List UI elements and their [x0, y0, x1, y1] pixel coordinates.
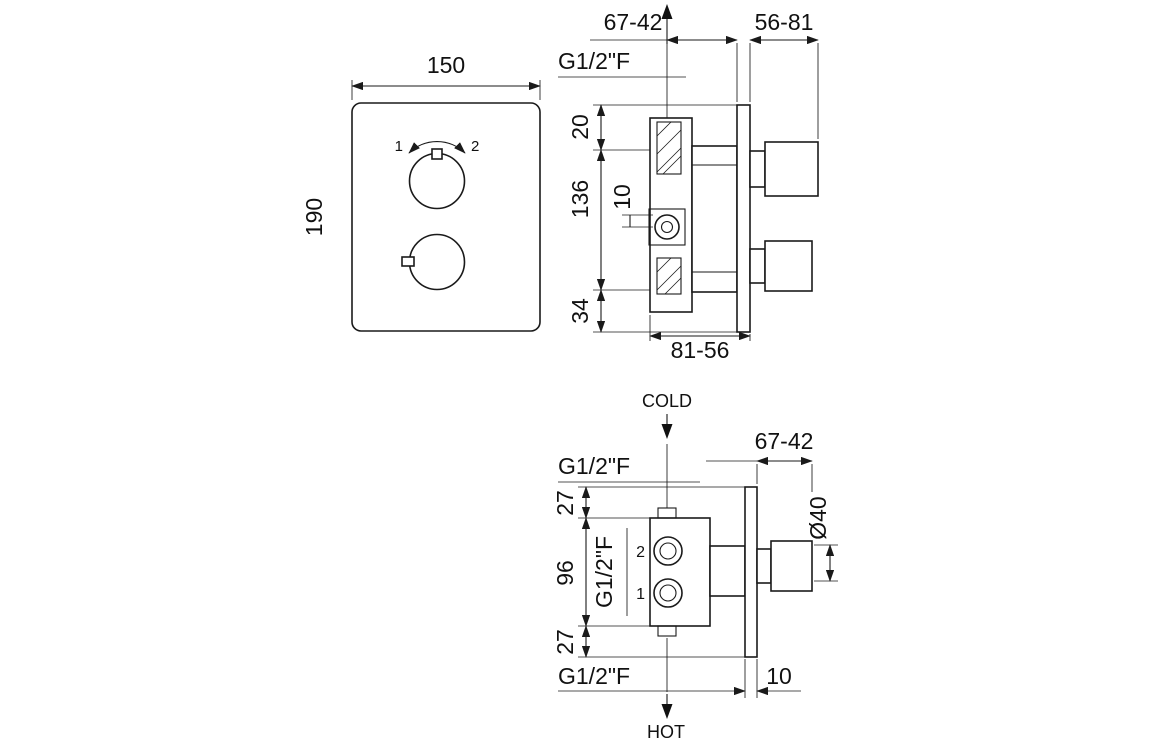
front-width-label: 150	[427, 52, 465, 78]
port-2-label: 2	[636, 544, 645, 561]
wall-plate-plan	[744, 486, 758, 658]
plan-section-view: COLD 2 1 67-42	[552, 391, 838, 742]
handle-bottom-side	[749, 240, 813, 292]
cold-flow-arrow-icon	[661, 414, 673, 439]
knob-position-2-label: 2	[471, 138, 479, 155]
body-extension	[691, 145, 738, 293]
knob-position-1-label: 1	[395, 138, 403, 155]
dim-56-81: 56-81	[749, 9, 819, 139]
hot-label: HOT	[647, 722, 685, 742]
temperature-knob: 1 2	[395, 138, 479, 210]
plan-thread-side-label: G1/2"F	[591, 536, 617, 608]
dim-10-small: 10	[609, 184, 653, 228]
section-dim-34-label: 34	[567, 298, 593, 324]
front-view: 150 190 1 2	[301, 52, 541, 332]
side-section-view: 67-42 56-81 G1/2"F 20 136 34	[558, 4, 819, 363]
thread-label-top: G1/2"F	[558, 48, 686, 78]
temperature-knob-circle	[408, 152, 466, 210]
port-circle-2	[653, 536, 683, 566]
dim-67-42-top: 67-42	[590, 9, 738, 102]
rotation-arrow-icon	[408, 141, 466, 154]
front-height-label: 190	[301, 198, 327, 236]
diverter-knob-circle	[408, 233, 466, 291]
valve-body-side	[648, 117, 738, 313]
thread-label-cold: G1/2"F	[558, 453, 700, 483]
section-dim-10-label: 10	[609, 184, 635, 210]
handle-top-side	[749, 141, 819, 197]
hot-flow-arrow-icon	[661, 694, 673, 719]
knob-index-notch	[431, 148, 443, 160]
port-1-label: 1	[636, 586, 645, 603]
hot-inlet-stub	[657, 625, 677, 637]
dim-67-42-plan: 67-42	[706, 428, 813, 492]
plan-thread-hot-label: G1/2"F	[558, 663, 630, 689]
cold-label: COLD	[642, 391, 692, 411]
section-offset-top-label: 67-42	[604, 9, 663, 35]
plan-thread-cold-label: G1/2"F	[558, 453, 630, 479]
dim-width-150: 150	[351, 52, 541, 100]
plate-thickness-label: 10	[766, 663, 792, 689]
handle-plan	[756, 540, 813, 592]
plan-dim-96-label: 96	[552, 560, 578, 586]
diameter-label: Ø40	[805, 496, 831, 539]
diverter-knob	[401, 233, 466, 291]
section-dim-136-label: 136	[567, 180, 593, 218]
section-offset-bottom-label: 81-56	[671, 337, 730, 363]
valve-body-plan	[649, 507, 746, 637]
knob-side-notch	[401, 256, 415, 267]
section-handle-depth-label: 56-81	[755, 9, 814, 35]
plan-dim-27-top-label: 27	[552, 490, 578, 516]
plan-handle-depth-label: 67-42	[755, 428, 814, 454]
cartridge-connector	[709, 545, 746, 597]
dim-diameter-40: Ø40	[805, 496, 838, 582]
outlet-port-circle	[654, 214, 680, 240]
thread-label-side: G1/2"F	[591, 528, 628, 616]
dim-81-56: 81-56	[649, 315, 751, 363]
section-thread-top-label: G1/2"F	[558, 48, 630, 74]
dim-chain-left-plan: 27 96 27	[552, 486, 745, 658]
mounting-plate-front	[351, 102, 541, 332]
cold-inlet-stub	[657, 507, 677, 519]
plan-dim-27-bottom-label: 27	[552, 629, 578, 655]
outlet-flow-arrow-icon	[661, 4, 673, 44]
wall-plate-side	[736, 104, 751, 333]
dim-chain-left: 20 136 34	[567, 104, 737, 333]
port-circle-1	[653, 578, 683, 608]
dim-plate-thickness-10: 10	[558, 659, 801, 698]
rough-in-body-plan	[649, 517, 711, 627]
section-dim-20-label: 20	[567, 114, 593, 140]
